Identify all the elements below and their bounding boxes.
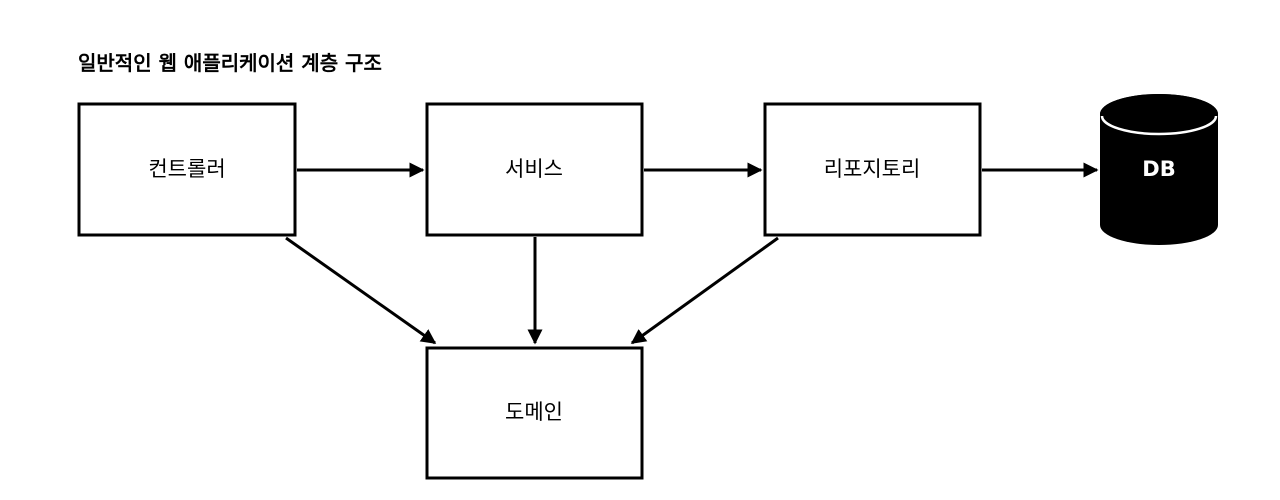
controller-node: 컨트롤러 xyxy=(77,102,297,237)
repository-label: 리포지토리 xyxy=(824,157,921,181)
diagram-title: 일반적인 웹 애플리케이션 계층 구조 xyxy=(78,51,382,75)
service-node: 서비스 xyxy=(425,102,644,237)
domain-node: 도메인 xyxy=(425,346,644,480)
db-cylinder: DB xyxy=(1100,94,1218,245)
service-label: 서비스 xyxy=(505,157,563,181)
repository-node: 리포지토리 xyxy=(763,102,982,237)
controller-label: 컨트롤러 xyxy=(148,157,225,181)
arrow-controller-to-domain xyxy=(285,236,437,345)
arrow-repository-to-domain xyxy=(630,236,779,345)
db-label: DB xyxy=(1142,157,1175,181)
domain-label: 도메인 xyxy=(505,400,563,424)
